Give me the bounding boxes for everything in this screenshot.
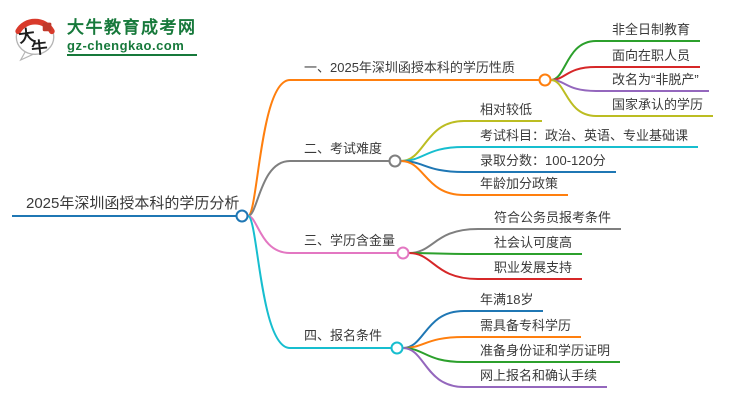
mindmap-leaf-3-1[interactable]: 符合公务员报考条件	[478, 208, 622, 230]
link-branch-4-leaf-4	[402, 347, 465, 388]
mindmap-leaf-4-1[interactable]: 年满18岁	[464, 290, 544, 312]
link-root-branch-4	[247, 215, 291, 349]
logo-bull-icon: 大 牛	[15, 18, 55, 62]
link-branch-3-leaf-3	[408, 252, 479, 280]
mindmap-leaf-4-4[interactable]: 网上报名和确认手续	[464, 366, 608, 388]
link-root-branch-3	[247, 215, 291, 254]
link-branch-4-leaf-2	[402, 336, 465, 349]
mindmap-leaf-2-1[interactable]: 相对较低	[464, 100, 543, 122]
mindmap-leaf-1-1[interactable]: 非全日制教育	[596, 20, 701, 42]
branch-1-toggle-circle[interactable]	[538, 73, 552, 87]
mindmap-branch-1[interactable]: 一、2025年深圳函授本科的学历性质	[290, 57, 540, 81]
link-branch-3-leaf-1	[408, 228, 479, 254]
mindmap-leaf-2-4[interactable]: 年龄加分政策	[464, 174, 569, 196]
mindmap-root-node[interactable]: 2025年深圳函授本科的学历分析	[12, 193, 239, 217]
mindmap-leaf-1-3[interactable]: 改名为“非脱产”	[596, 70, 709, 92]
link-branch-1-leaf-2	[550, 66, 597, 81]
mindmap-branch-4[interactable]: 四、报名条件	[290, 325, 392, 349]
branch-2-toggle-circle[interactable]	[388, 154, 402, 168]
mindmap-branch-3[interactable]: 三、学历含金量	[290, 230, 398, 254]
mindmap-branch-2[interactable]: 二、考试难度	[290, 138, 390, 162]
logo-char-da: 大	[17, 25, 36, 46]
mindmap-leaf-1-4[interactable]: 国家承认的学历	[596, 95, 714, 117]
branch-3-toggle-circle[interactable]	[396, 246, 410, 260]
logo-char-niu: 牛	[30, 37, 48, 58]
mindmap-leaf-3-3[interactable]: 职业发展支持	[478, 258, 583, 280]
logo-domain-text: gz-chengkao.com	[67, 38, 197, 56]
link-branch-2-leaf-1	[400, 120, 465, 162]
mindmap-leaf-4-2[interactable]: 需具备专科学历	[464, 316, 582, 338]
mindmap-leaf-3-2[interactable]: 社会认可度高	[478, 233, 583, 255]
link-root-branch-1	[247, 79, 291, 217]
branch-4-toggle-circle[interactable]	[390, 341, 404, 355]
mindmap-leaf-4-3[interactable]: 准备身份证和学历证明	[464, 341, 621, 363]
link-root-branch-2	[247, 160, 291, 217]
mindmap-leaf-2-3[interactable]: 录取分数：100-120分	[464, 151, 616, 173]
link-branch-1-leaf-4	[550, 79, 597, 117]
mindmap-leaf-2-2[interactable]: 考试科目：政治、英语、专业基础课	[464, 126, 699, 148]
mindmap-leaf-1-2[interactable]: 面向在职人员	[596, 46, 701, 68]
link-branch-2-leaf-4	[400, 160, 465, 196]
link-branch-4-leaf-1	[402, 310, 465, 349]
link-branch-1-leaf-1	[550, 40, 597, 81]
logo-brand-text: 大牛教育成考网	[67, 18, 197, 37]
site-logo[interactable]: 大 牛 大牛教育成考网 gz-chengkao.com	[12, 12, 197, 62]
